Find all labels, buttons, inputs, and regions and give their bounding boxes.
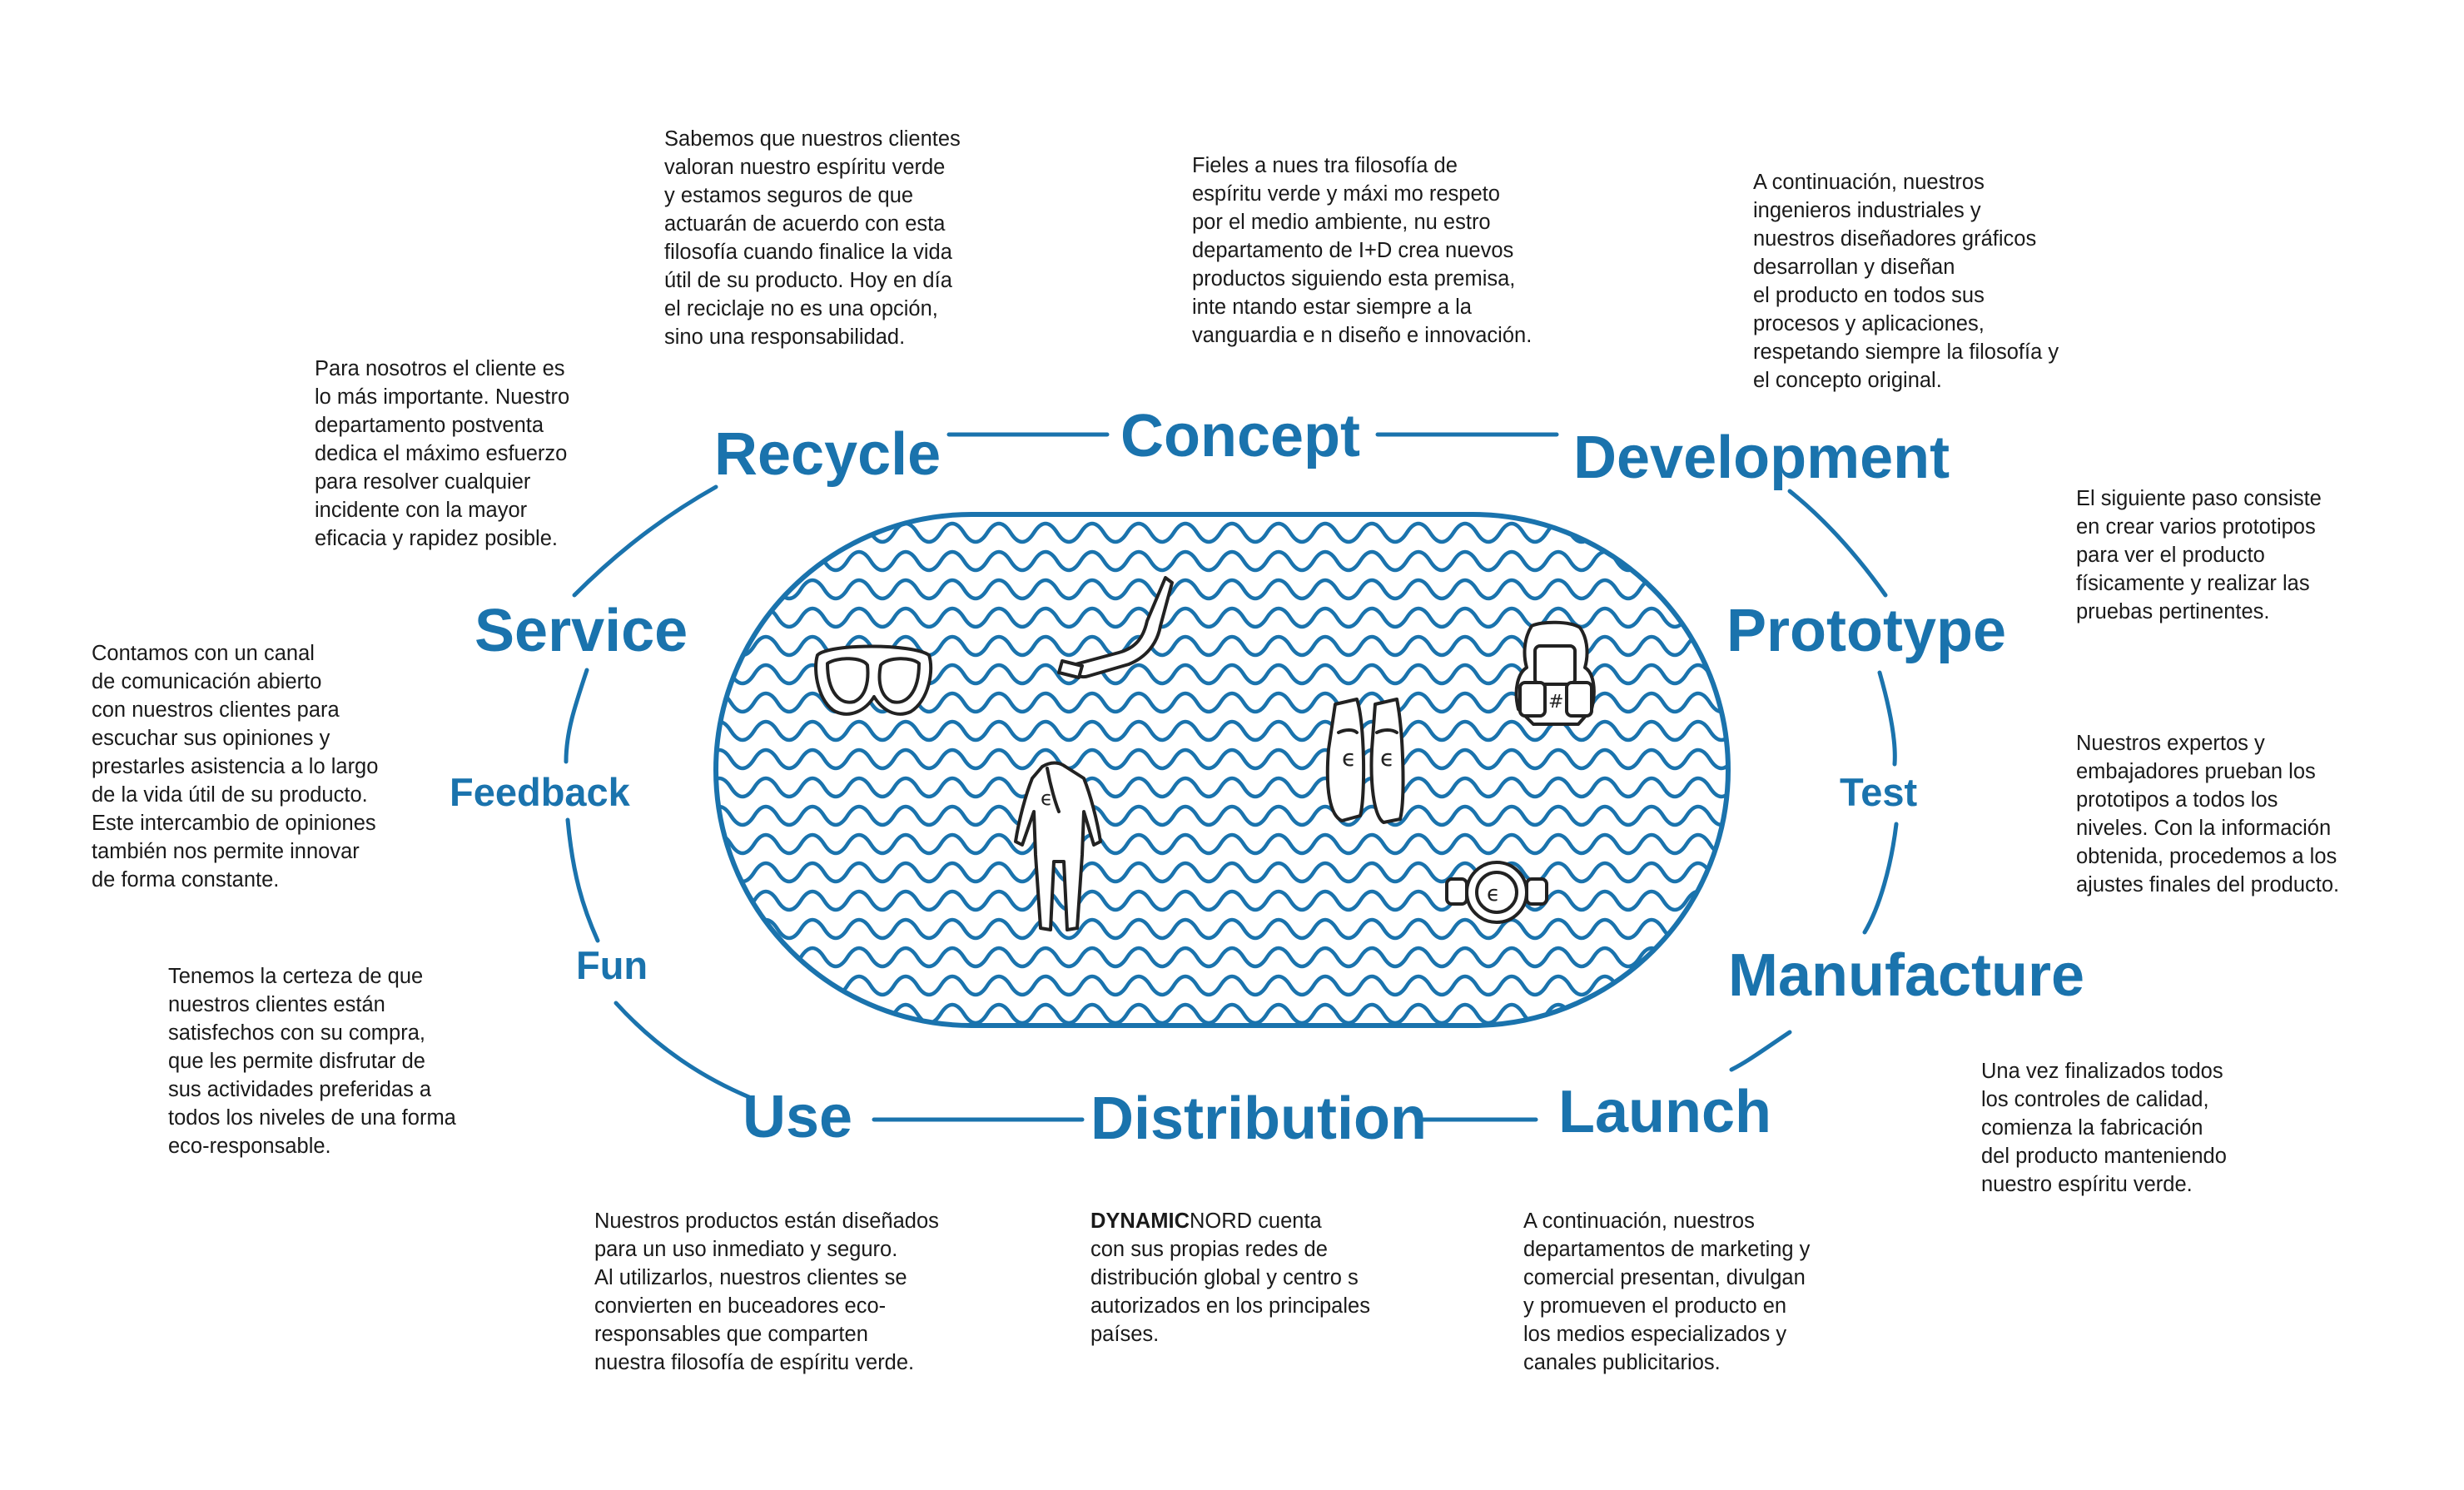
stage-recycle: Recycle — [714, 421, 941, 488]
arc-service-feedback — [564, 668, 589, 764]
arc-recycle-service — [572, 484, 718, 598]
description-launch: A continuación, nuestros departamentos d… — [1523, 1209, 1811, 1374]
arc-test-manufacture — [1862, 822, 1899, 935]
description-service: Para nosotros el cliente es lo más impor… — [315, 357, 570, 550]
svg-text:ϵ: ϵ — [1041, 787, 1053, 810]
svg-text:ϵ: ϵ — [1487, 882, 1500, 906]
wave-line — [716, 747, 1728, 771]
pool — [713, 512, 1731, 1028]
stage-development: Development — [1573, 425, 1950, 491]
wave-line — [716, 578, 1728, 601]
stage-test: Test — [1840, 770, 1918, 814]
wave-line — [716, 917, 1728, 941]
stage-fun: Fun — [576, 943, 648, 987]
description-use: Nuestros productos están diseñados para … — [594, 1209, 939, 1374]
wave-line — [716, 776, 1728, 799]
wave-line — [716, 549, 1728, 573]
dive-computer-icon: ϵ — [1445, 861, 1548, 924]
arc-manufacture-launch — [1729, 1030, 1792, 1072]
wave-line — [716, 606, 1728, 629]
stage-distribution: Distribution — [1090, 1085, 1427, 1152]
svg-text:ϵ: ϵ — [1342, 744, 1356, 772]
svg-text:ϵ: ϵ — [1380, 744, 1394, 772]
description-development: A continuación, nuestros ingenieros indu… — [1753, 171, 2059, 392]
arc-fun-use — [614, 1001, 752, 1100]
cycle-loop — [564, 432, 1899, 1122]
wave-line — [716, 804, 1728, 827]
stage-use: Use — [743, 1084, 853, 1150]
wave-line — [716, 861, 1728, 884]
description-distribution-body: con sus propias redes de distribución gl… — [1090, 1238, 1370, 1346]
description-feedback: Contamos con un canal de comunicación ab… — [92, 642, 379, 892]
wave-line — [716, 974, 1728, 997]
stage-prototype: Prototype — [1726, 598, 2007, 664]
wave-line — [716, 946, 1728, 969]
wave-line — [716, 1002, 1728, 1026]
wetsuit-icon: ϵ — [1014, 761, 1102, 931]
brand-name-rest: NORD cuenta — [1190, 1209, 1322, 1233]
stage-launch: Launch — [1558, 1079, 1772, 1145]
brand-name-bold: DYNAMIC — [1090, 1209, 1190, 1233]
svg-text:#: # — [1548, 692, 1563, 713]
wave-line — [716, 719, 1728, 743]
wave-line — [716, 832, 1728, 856]
fins-icon: ϵ ϵ — [1325, 698, 1405, 824]
arc-feedback-fun — [565, 817, 600, 943]
description-fun: Tenemos la certeza de que nuestros clien… — [168, 965, 456, 1158]
stage-concept: Concept — [1120, 403, 1360, 469]
description-manufacture: Una vez finalizados todos los controles … — [1981, 1060, 2227, 1196]
dive-mask-icon — [814, 644, 933, 716]
bcd-vest-icon: # — [1514, 620, 1596, 726]
snorkel-icon — [1057, 576, 1174, 679]
arc-development-prototype — [1787, 489, 1888, 598]
stage-manufacture: Manufacture — [1728, 942, 2085, 1009]
pool-outline — [713, 512, 1731, 1028]
description-recycle: Sabemos que nuestros clientes valoran nu… — [664, 127, 961, 349]
description-distribution: DYNAMICNORD cuenta con sus propias redes… — [1090, 1207, 1370, 1348]
description-prototype: El siguiente paso consiste en crear vari… — [2076, 487, 2322, 623]
wave-line — [716, 889, 1728, 912]
description-test: Nuestros expertos y embajadores prueban … — [2076, 732, 2340, 896]
description-concept: Fieles a nues tra filosofía de espíritu … — [1192, 154, 1533, 347]
arc-prototype-test — [1877, 670, 1897, 767]
stage-feedback: Feedback — [450, 770, 630, 814]
stage-service: Service — [474, 598, 688, 664]
wave-line — [716, 521, 1728, 544]
